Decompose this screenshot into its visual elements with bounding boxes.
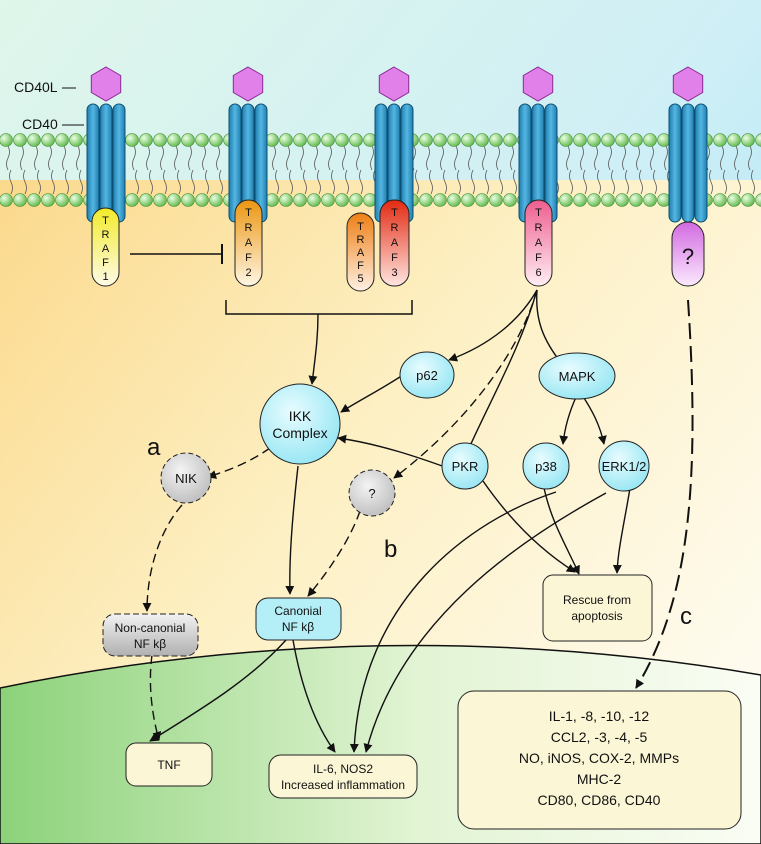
svg-text:NF kβ: NF kβ <box>282 620 314 634</box>
cd40l-ligand <box>378 66 410 102</box>
cd40l-label: CD40L <box>14 79 58 95</box>
svg-text:Canonial: Canonial <box>274 604 321 618</box>
svg-text:p38: p38 <box>535 459 557 474</box>
tnf-box: TNF <box>125 742 213 787</box>
svg-text:Non-canonial: Non-canonial <box>115 621 186 635</box>
rescue-apoptosis-box: Rescue from apoptosis <box>542 574 653 642</box>
svg-text:NF kβ: NF kβ <box>134 637 166 651</box>
pathway-label-c: c <box>680 603 692 630</box>
svg-text:?: ? <box>682 244 694 269</box>
pathway-label-a: a <box>147 434 161 461</box>
p38-node: p38 <box>522 442 570 490</box>
cd40-receptor-traf1 <box>86 66 126 223</box>
erk-node: ERK1/2 <box>598 440 650 492</box>
pathway-label-b: b <box>384 536 397 563</box>
p62-node: p62 <box>399 351 455 399</box>
svg-text:Rescue from: Rescue from <box>563 593 631 607</box>
cd40l-ligand <box>90 66 122 102</box>
svg-text:PKR: PKR <box>452 459 479 474</box>
svg-text:IL-6, NOS2: IL-6, NOS2 <box>313 762 373 776</box>
pkr-node: PKR <box>441 442 489 490</box>
noncanonical-nfkb-box: Non-canonial NF kβ <box>102 613 199 657</box>
svg-text:IKK: IKK <box>289 408 312 424</box>
svg-text:NIK: NIK <box>175 471 197 486</box>
canonical-nfkb-box: Canonial NF kβ <box>255 597 342 641</box>
svg-text:MAPK: MAPK <box>559 369 596 384</box>
traf-bracket <box>225 300 413 315</box>
mapk-node: MAPK <box>538 352 616 400</box>
svg-text:?: ? <box>368 486 375 501</box>
cd40-receptor-traf3-traf5 <box>374 66 414 223</box>
svg-text:CCL2, -3, -4, -5: CCL2, -3, -4, -5 <box>551 729 648 745</box>
svg-text:Increased inflammation: Increased inflammation <box>281 778 405 792</box>
nik-node: NIK <box>160 452 212 504</box>
svg-text:IL-1, -8, -10, -12: IL-1, -8, -10, -12 <box>549 708 650 724</box>
svg-text:apoptosis: apoptosis <box>571 609 622 623</box>
unknown-adaptor: ? <box>671 221 705 287</box>
cd40l-ligand <box>232 66 264 102</box>
cytokines-box: IL-1, -8, -10, -12 CCL2, -3, -4, -5 NO, … <box>457 690 742 830</box>
ikk-complex-node: IKK Complex <box>259 383 341 465</box>
svg-text:TNF: TNF <box>157 758 180 772</box>
svg-text:NO, iNOS, COX-2, MMPs: NO, iNOS, COX-2, MMPs <box>519 750 679 766</box>
svg-text:CD80, CD86, CD40: CD80, CD86, CD40 <box>538 792 661 808</box>
cd40-receptor-traf6 <box>518 66 558 223</box>
svg-text:MHC-2: MHC-2 <box>577 771 622 787</box>
svg-text:Complex: Complex <box>272 425 327 441</box>
cd40-receptor-unknown <box>668 66 708 223</box>
cd40-receptor-traf2 <box>228 66 268 223</box>
cd40l-ligand <box>522 66 554 102</box>
svg-text:p62: p62 <box>416 368 438 383</box>
cd40-label: CD40 <box>22 116 58 132</box>
cd40l-ligand <box>672 66 704 102</box>
svg-text:ERK1/2: ERK1/2 <box>602 459 647 474</box>
cd40-receptors <box>86 66 708 223</box>
unknown-node: ? <box>348 469 396 517</box>
il6-nos2-box: IL-6, NOS2 Increased inflammation <box>268 754 418 799</box>
